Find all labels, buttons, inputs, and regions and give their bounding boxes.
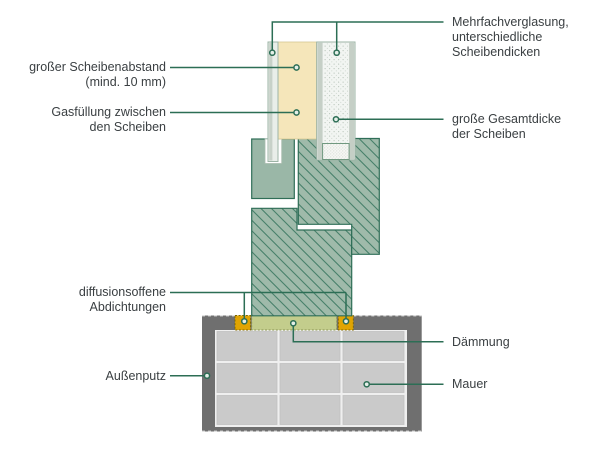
connector-mehrfachverglasung <box>271 21 444 53</box>
label-scheibenabstand: großer Scheibenabstand (mind. 10 mm) <box>29 60 166 89</box>
label-gasfuellung: Gasfüllung zwischen den Scheiben <box>51 105 166 134</box>
connector-dot <box>289 319 297 327</box>
masonry-wall <box>216 331 405 425</box>
brick <box>279 395 341 425</box>
glass-pane-thick <box>316 41 356 161</box>
brick <box>216 331 278 361</box>
connector-abdichtungen <box>170 291 347 322</box>
connector-dot <box>333 49 341 57</box>
connector-dot <box>342 317 350 325</box>
brick <box>216 395 278 425</box>
connector-daemmung <box>292 323 444 343</box>
brick <box>279 363 341 393</box>
brick <box>279 331 341 361</box>
label-aussenputz: Außenputz <box>105 368 166 383</box>
connector-dot <box>268 49 276 57</box>
glazing-spacer <box>322 143 350 160</box>
label-daemmung: Dämmung <box>452 334 510 349</box>
brick <box>342 331 405 361</box>
connector-dot <box>203 372 211 380</box>
label-abdichtungen: diffusionsoffene Abdichtungen <box>78 284 166 314</box>
brick <box>216 363 278 393</box>
glass-pane-thin <box>267 41 279 162</box>
brick <box>342 395 405 425</box>
connector-lines <box>170 21 444 388</box>
label-gesamtdicke: große Gesamtdicke der Scheiben <box>452 111 562 141</box>
label-mauer: Mauer <box>452 377 488 391</box>
connector-dot <box>332 115 340 123</box>
connector-dot <box>363 380 371 388</box>
gas-filling <box>277 41 318 140</box>
connector-dot <box>293 109 300 116</box>
sash-frame <box>297 137 380 255</box>
connector-dot <box>240 317 248 325</box>
brick <box>342 363 405 393</box>
connector-dot <box>293 64 300 71</box>
label-mehrfachverglasung: Mehrfachverglasung, unterschiedliche Sch… <box>452 15 569 59</box>
plaster-cut-edges <box>202 315 422 432</box>
